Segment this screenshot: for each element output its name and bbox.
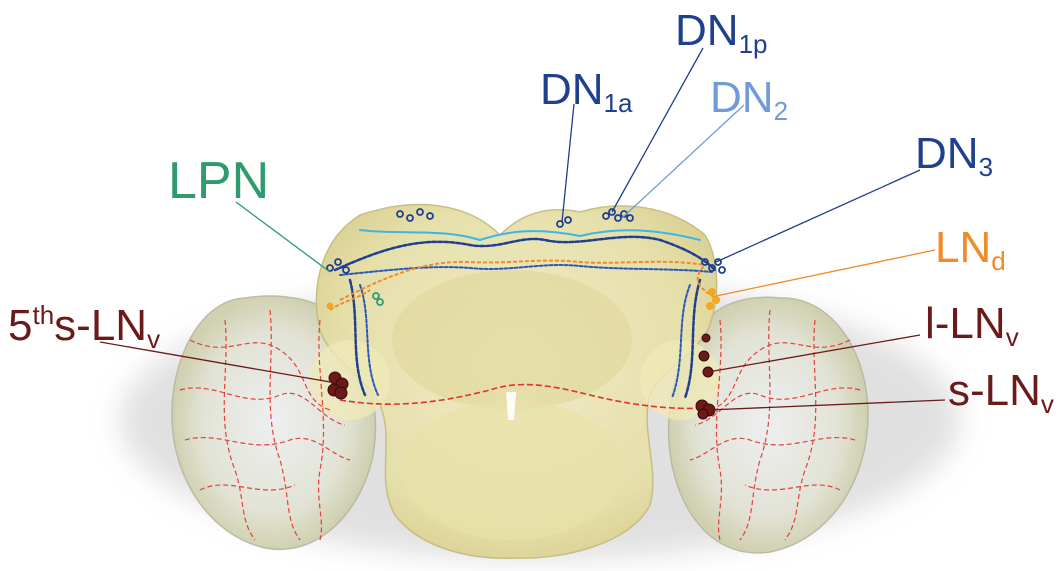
label-lpn: LPN xyxy=(168,152,269,210)
central-neuropil xyxy=(392,270,632,410)
label-slnv: s-LNv xyxy=(948,366,1054,419)
dn1p-leader-line xyxy=(612,48,703,212)
label-dn1a: DN1a xyxy=(540,65,633,118)
dn1a-leader-line xyxy=(562,104,574,222)
label-llnv: l-LNv xyxy=(925,299,1019,352)
label-dn1p: DN1p xyxy=(675,6,767,59)
lnd-leader-line xyxy=(716,250,935,296)
label-dn2: DN2 xyxy=(710,73,788,126)
label-fifth-slnv: 5ths-LNv xyxy=(8,300,160,354)
label-dn3: DN3 xyxy=(915,129,993,182)
lpn-leader-line xyxy=(236,202,330,272)
label-lnd: LNd xyxy=(935,223,1006,276)
dn3-leader-line xyxy=(716,170,920,262)
subesophageal-region xyxy=(402,400,622,540)
